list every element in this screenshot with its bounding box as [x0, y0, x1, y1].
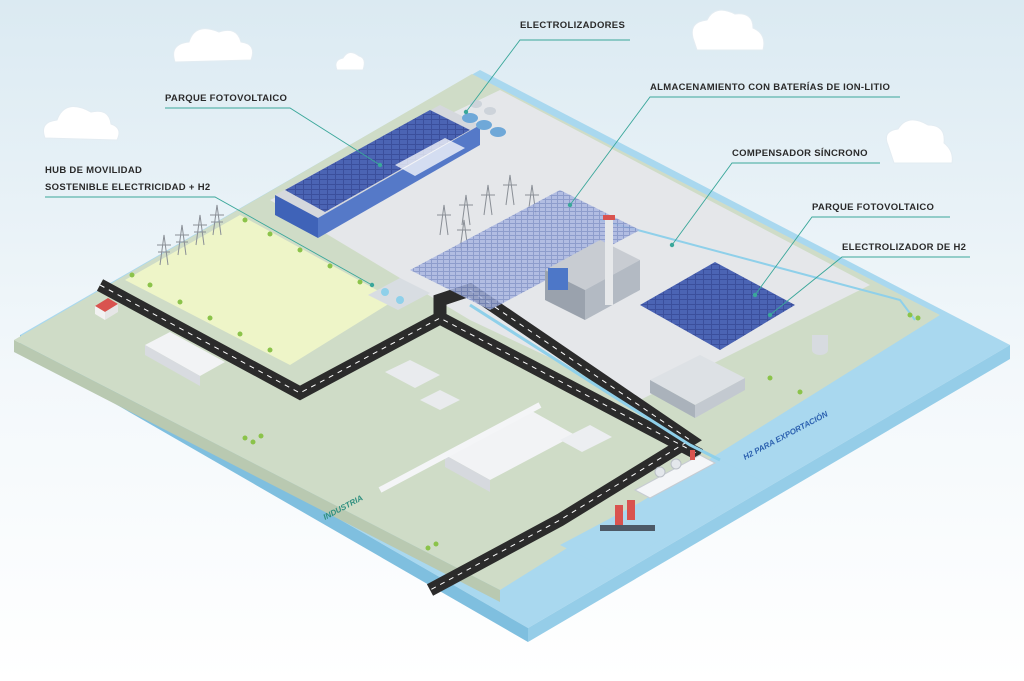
trees — [129, 217, 921, 551]
label-electrolizador-h2: ELECTROLIZADOR DE H2 — [842, 242, 967, 253]
label-electrolizadores: ELECTROLIZADORES — [520, 20, 626, 31]
land-edge-left — [14, 340, 500, 602]
label-compensador-sincrono: COMPENSADOR SÍNCRONO — [732, 148, 868, 159]
callout-line-compensador — [671, 162, 880, 246]
cloud-icon — [43, 106, 120, 141]
callout-line-almacenamiento — [569, 96, 900, 206]
callout-line-parque-fv-right — [754, 216, 950, 296]
pv-building-left — [275, 105, 480, 238]
cloud-icon — [691, 9, 765, 51]
cloud-icon — [173, 28, 254, 63]
cloud-icon — [885, 119, 953, 164]
water-edge-right — [528, 345, 1010, 642]
label-hub-movilidad-line2: SOSTENIBLE ELECTRICIDAD + H2 — [45, 182, 211, 193]
h2-pipeline — [469, 303, 721, 462]
industry-pipeline — [378, 402, 542, 493]
cloud-icon — [335, 52, 365, 71]
house — [95, 298, 118, 320]
road-lane-markings — [99, 284, 701, 591]
label-hub-movilidad-line1: HUB DE MOVILIDAD — [45, 165, 143, 176]
callout-line-hub — [45, 196, 373, 286]
port-basin — [560, 460, 760, 570]
h2-electrolyzer-block — [650, 335, 828, 418]
callout-lines — [45, 39, 970, 316]
industry-buildings — [145, 332, 612, 492]
mobility-hub — [368, 278, 430, 310]
callout-line-electrolizador-h2 — [769, 256, 970, 316]
callout-line-parque-fv-left — [165, 107, 381, 166]
label-almacenamiento-baterias: ALMACENAMIENTO CON BATERÍAS DE ION-LITIO — [650, 82, 891, 93]
callout-dots — [369, 109, 773, 318]
transmission-towers — [157, 174, 539, 266]
port-crane — [600, 500, 655, 531]
label-parque-fotovoltaico-left: PARQUE FOTOVOLTAICO — [165, 93, 288, 104]
callout-line-electrolizadores — [465, 39, 630, 113]
green-field — [125, 215, 395, 365]
battery-storage-area — [410, 190, 640, 310]
h2-export-ship — [633, 450, 717, 499]
label-parque-fotovoltaico-right: PARQUE FOTOVOLTAICO — [812, 202, 935, 213]
electrolyzer-tanks — [462, 100, 506, 137]
pv-array-right — [640, 262, 795, 350]
synchronous-compensator-building — [545, 215, 640, 320]
